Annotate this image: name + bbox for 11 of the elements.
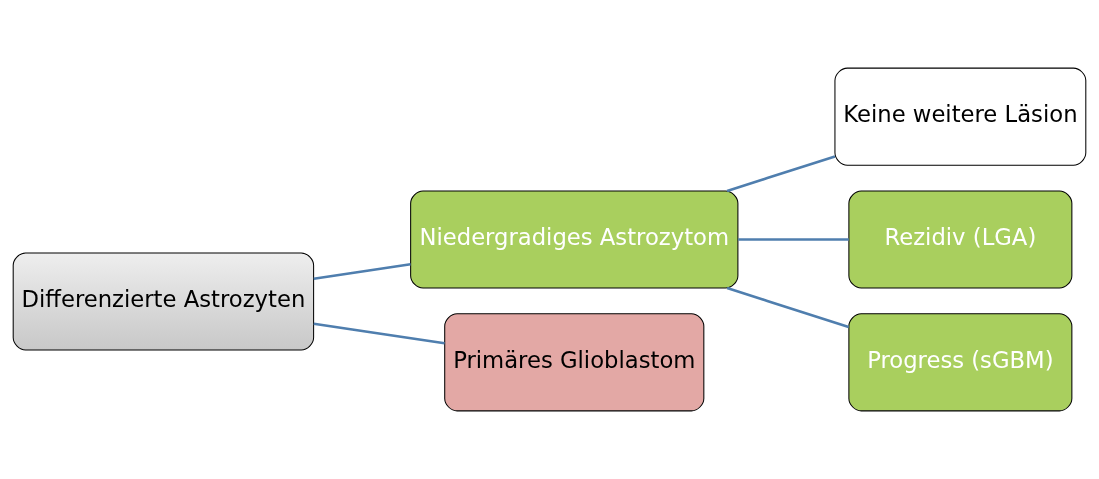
node-box: Keine weitere Läsion [834,67,1087,166]
connector [738,238,849,241]
node-box: Progress (sGBM) [848,313,1073,412]
connector [726,155,836,193]
node-box: Niedergradiges Astrozytom [410,190,739,289]
connector [313,322,445,345]
connector [726,286,850,329]
connector [313,262,411,281]
node-box: Differenzierte Astrozyten [12,252,315,351]
node-box: Rezidiv (LGA) [848,190,1073,289]
node-box: Primäres Glioblastom [444,313,705,412]
